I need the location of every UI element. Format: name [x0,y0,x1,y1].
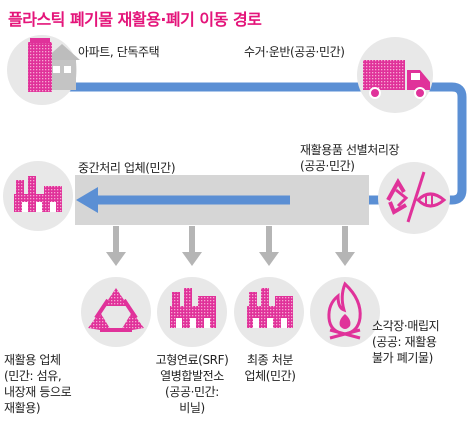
factory-icon [234,277,304,347]
destination-srf-label: 고형연료(SRF) 열병합발전소 (공공·민간: 비닐) [155,353,229,415]
flow-arrowhead [76,187,98,213]
apartment-house-icon [7,35,80,105]
destination-recycle-label: 재활용 업체 (민간: 섬유, 내장재 등으로 재활용) [4,353,72,415]
factory-icon [3,161,73,231]
residence-label: 아파트, 단독주택 [78,45,160,59]
recycle-icon [81,277,151,347]
flow-path [60,82,467,205]
intermediate-label: 중간처리 업체(민간) [78,161,176,175]
recycle-fish-icon [378,162,450,234]
page-title: 플라스틱 폐기물 재활용·폐기 이동 경로 [8,10,262,29]
sorting-label: 재활용품 선별처리장 (공공·민간) [300,143,400,173]
destination-final-label: 최종 처분 업체(민간) [244,353,296,383]
truck-icon [357,37,433,113]
fire-icon [310,277,380,347]
down-arrows [106,226,355,266]
collection-label: 수거·운반(공공·민간) [244,45,345,59]
destination-incinerator-label: 소각장·매립지 (공공: 재활용 불가 폐기물) [372,319,440,365]
factory-icon [157,277,227,347]
